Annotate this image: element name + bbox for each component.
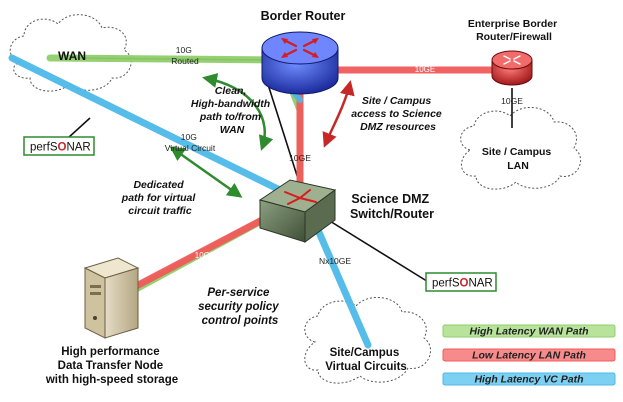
perfsonar-suffix: NAR	[468, 278, 492, 290]
enterprise-arrows-icon	[503, 55, 521, 65]
site-vc-label: Site/Campus Virtual Circuits	[325, 347, 407, 373]
science-dmz-label: Science DMZ Switch/Router	[350, 192, 434, 221]
svg-text:perfSONAR: perfSONAR	[432, 278, 493, 290]
legend-swatch-vc	[442, 372, 616, 386]
clean-path-arrow	[202, 73, 274, 151]
wan-label: WAN	[58, 49, 86, 63]
perfsonar-o: O	[58, 142, 67, 154]
policy-annotation: Per-service security policy control poin…	[198, 287, 282, 327]
vc-nx-label: Nx10GE	[319, 256, 351, 266]
site-lan-label: Site / Campus LAN	[482, 146, 554, 172]
dedicated-arrow	[169, 146, 243, 198]
perfsonar-box-right[interactable]: perfSONAR	[425, 272, 497, 292]
enterprise-router[interactable]	[491, 50, 533, 86]
enterprise-down-label: 10GE	[501, 96, 523, 106]
dtn-label: High performance Data Transfer Node with…	[45, 346, 178, 386]
perfsonar-suffix: NAR	[66, 142, 90, 154]
legend-label-lan: Low Latency LAN Path	[472, 350, 586, 362]
legend-label-vc: High Latency VC Path	[474, 374, 583, 386]
svg-text:perfSONAR: perfSONAR	[30, 142, 91, 154]
legend-swatch-lan	[442, 348, 616, 362]
perfsonar-prefix: perfS	[432, 278, 460, 290]
perfsonar-prefix: perfS	[30, 142, 58, 154]
enterprise-router-label: Enterprise Border Router/Firewall	[468, 18, 560, 43]
legend: High Latency WAN Path Low Latency LAN Pa…	[442, 324, 616, 386]
legend-swatch-wan	[442, 324, 616, 338]
site-access-arrow	[322, 80, 355, 148]
science-dmz-switch[interactable]	[258, 179, 337, 243]
legend-label-wan: High Latency WAN Path	[469, 326, 588, 338]
enterprise-link-label: 10GE	[415, 65, 435, 74]
perfsonar-box-left[interactable]: perfSONAR	[23, 136, 95, 156]
site-access-annotation: Site / Campus access to Science DMZ reso…	[351, 95, 444, 133]
routed-link-label: 10G Routed	[171, 45, 199, 66]
switch-arrows-icon	[284, 189, 317, 205]
site-lan-cloud	[460, 107, 581, 190]
dtn-link-label: 10GE	[195, 251, 215, 260]
dedicated-annotation: Dedicated path for virtual circuit traff…	[121, 179, 198, 217]
border-router-label: Border Router	[261, 9, 346, 23]
perfsonar-o: O	[460, 278, 469, 290]
vc-link-label: 10G Virtual Circuit	[165, 132, 216, 153]
clean-path-annotation: Clean, High-bandwidth path to/from WAN	[191, 85, 273, 136]
border-down-label: 10GE	[289, 153, 311, 163]
border-router[interactable]	[261, 31, 339, 95]
dtn-server[interactable]	[83, 257, 140, 339]
router-arrows-icon	[281, 38, 319, 58]
